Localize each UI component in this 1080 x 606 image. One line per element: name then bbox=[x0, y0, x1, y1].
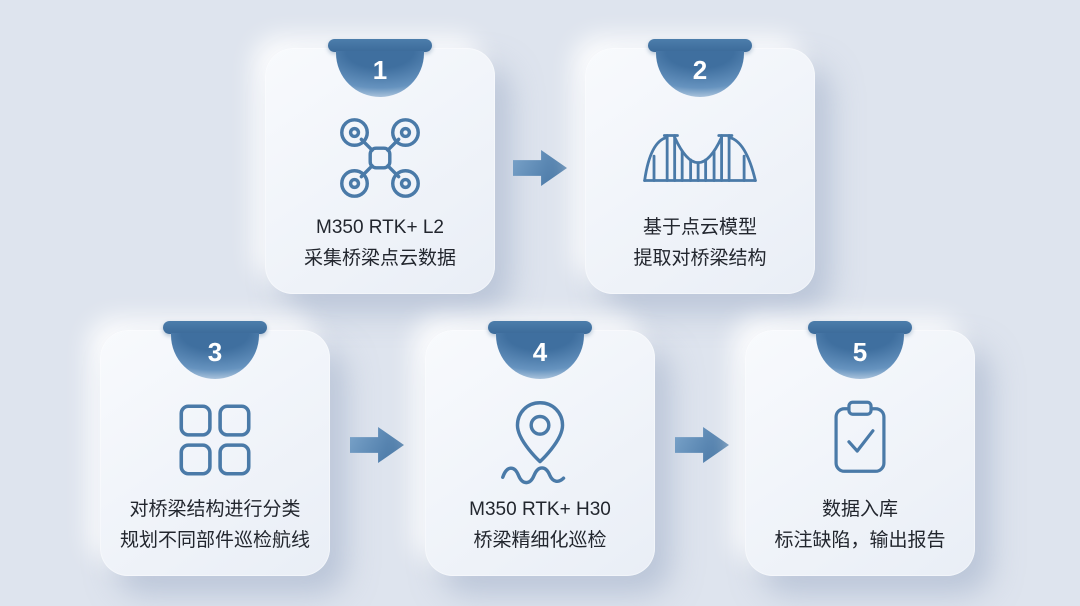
step-5-badge: 5 bbox=[808, 321, 912, 379]
clipboard-check-icon bbox=[814, 388, 906, 492]
step-line-2: 采集桥梁点云数据 bbox=[303, 248, 456, 269]
step-number: 3 bbox=[207, 337, 223, 367]
step-number: 2 bbox=[692, 55, 708, 85]
bridge-icon bbox=[639, 106, 761, 210]
arrow-right-icon bbox=[350, 427, 404, 463]
arrow-right-icon bbox=[675, 427, 729, 463]
badge-bar bbox=[163, 321, 267, 334]
step-3-badge: 3 bbox=[163, 321, 267, 379]
step-line-1: 数据入库 bbox=[821, 499, 898, 520]
step-card-4: 4 M350 RTK+ H30 桥梁精细化巡检 bbox=[425, 321, 655, 576]
step-line-1: M350 RTK+ H30 bbox=[469, 499, 611, 520]
badge-bar bbox=[808, 321, 912, 334]
grid-icon bbox=[169, 388, 261, 492]
step-number: 5 bbox=[852, 337, 868, 367]
step-4-badge: 4 bbox=[488, 321, 592, 379]
step-number: 4 bbox=[532, 337, 548, 367]
step-4-text: M350 RTK+ H30 桥梁精细化巡检 bbox=[469, 494, 611, 556]
map-pin-icon bbox=[491, 388, 589, 492]
badge-fan: 1 bbox=[336, 51, 424, 97]
step-number: 1 bbox=[372, 55, 388, 85]
step-1-text: M350 RTK+ L2 采集桥梁点云数据 bbox=[304, 212, 456, 274]
badge-fan: 4 bbox=[496, 333, 584, 379]
step-line-2: 提取对桥梁结构 bbox=[633, 248, 767, 269]
badge-fan: 2 bbox=[656, 51, 744, 97]
step-line-2: 桥梁精细化巡检 bbox=[473, 530, 607, 551]
step-line-2: 规划不同部件巡检航线 bbox=[119, 530, 310, 551]
badge-bar bbox=[488, 321, 592, 334]
badge-bar bbox=[648, 39, 752, 52]
step-2-badge: 2 bbox=[648, 39, 752, 97]
step-line-1: M350 RTK+ L2 bbox=[316, 217, 444, 238]
badge-bar bbox=[328, 39, 432, 52]
drone-icon bbox=[331, 106, 429, 210]
step-5-text: 数据入库 标注缺陷，输出报告 bbox=[774, 494, 945, 556]
step-1-badge: 1 bbox=[328, 39, 432, 97]
step-3-text: 对桥梁结构进行分类 规划不同部件巡检航线 bbox=[120, 494, 310, 556]
step-2-text: 基于点云模型 提取对桥梁结构 bbox=[633, 212, 766, 274]
step-card-2: 2 基于点云模型 提取对 bbox=[585, 39, 815, 294]
step-card-5: 5 数据入库 标注缺陷，输出报告 bbox=[745, 321, 975, 576]
step-line-1: 对桥梁结构进行分类 bbox=[129, 499, 301, 520]
badge-fan: 5 bbox=[816, 333, 904, 379]
step-line-2: 标注缺陷，输出报告 bbox=[774, 530, 946, 551]
step-line-1: 基于点云模型 bbox=[642, 217, 757, 238]
arrow-right-icon bbox=[513, 150, 567, 186]
badge-fan: 3 bbox=[171, 333, 259, 379]
step-card-1: 1 M350 RTK+ L2 采集桥梁点云数据 bbox=[265, 39, 495, 294]
step-card-3: 3 对桥梁结构进行分类 规划不同部件巡检航线 bbox=[100, 321, 330, 576]
